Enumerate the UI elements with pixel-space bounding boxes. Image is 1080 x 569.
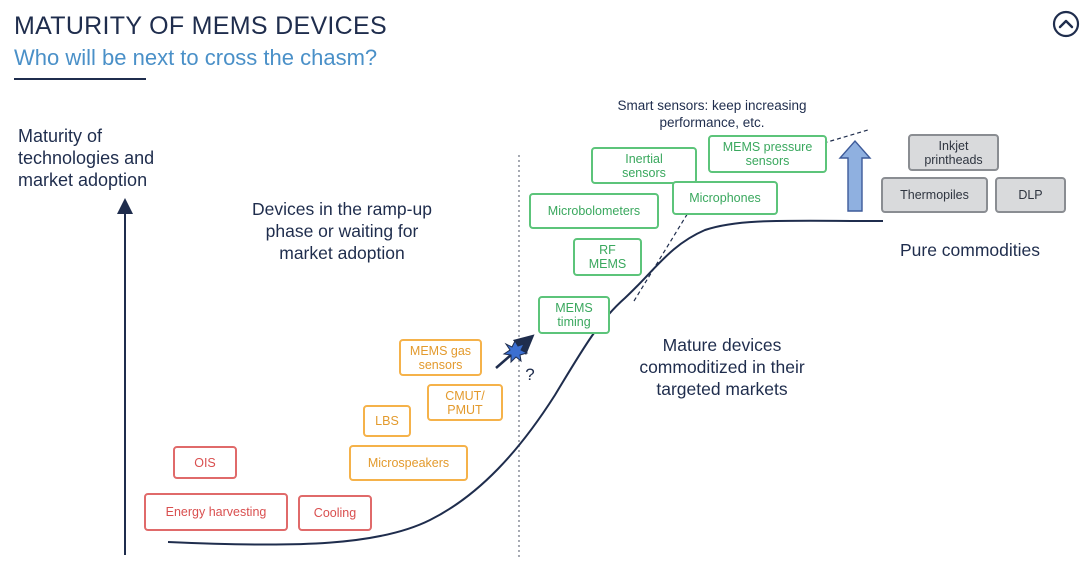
ramp-up-label: Devices in the ramp-up phase or waiting … bbox=[252, 199, 432, 263]
box-energy-harvesting: Energy harvesting bbox=[144, 493, 288, 531]
growth-arrow bbox=[838, 139, 872, 212]
box-cooling: Cooling bbox=[298, 495, 372, 531]
box-mems-pressure-sensors: MEMS pressure sensors bbox=[708, 135, 827, 173]
y-axis-label: Maturity of technologies and market adop… bbox=[18, 126, 155, 190]
box-mems-gas-sensors: MEMS gas sensors bbox=[399, 339, 482, 376]
box-dlp: DLP bbox=[995, 177, 1066, 213]
box-inertial-sensors: Inertial sensors bbox=[591, 147, 697, 184]
box-rf-mems: RF MEMS bbox=[573, 238, 642, 276]
box-lbs: LBS bbox=[363, 405, 411, 437]
smart-sensors-label: Smart sensors: keep increasing performan… bbox=[617, 98, 807, 130]
box-inkjet-printheads: Inkjet printheads bbox=[908, 134, 999, 171]
title-underline bbox=[14, 78, 146, 80]
chasm-question-mark: ? bbox=[525, 365, 535, 384]
box-microphones: Microphones bbox=[672, 181, 778, 215]
chevron-up-circle-icon[interactable] bbox=[1052, 10, 1080, 38]
page-title: MATURITY OF MEMS DEVICES bbox=[14, 12, 387, 40]
box-ois: OIS bbox=[173, 446, 237, 479]
adoption-curve bbox=[167, 219, 884, 546]
pure-commodities-label: Pure commodities bbox=[899, 240, 1041, 260]
box-microbolometers: Microbolometers bbox=[529, 193, 659, 229]
page-subtitle: Who will be next to cross the chasm? bbox=[14, 45, 378, 70]
box-cmut-pmut: CMUT/ PMUT bbox=[427, 384, 503, 421]
box-thermopiles: Thermopiles bbox=[881, 177, 988, 213]
box-microspeakers: Microspeakers bbox=[349, 445, 468, 481]
burst-icon bbox=[502, 339, 529, 364]
box-mems-timing: MEMS timing bbox=[538, 296, 610, 334]
mature-devices-label: Mature devices commoditized in their tar… bbox=[639, 335, 805, 399]
